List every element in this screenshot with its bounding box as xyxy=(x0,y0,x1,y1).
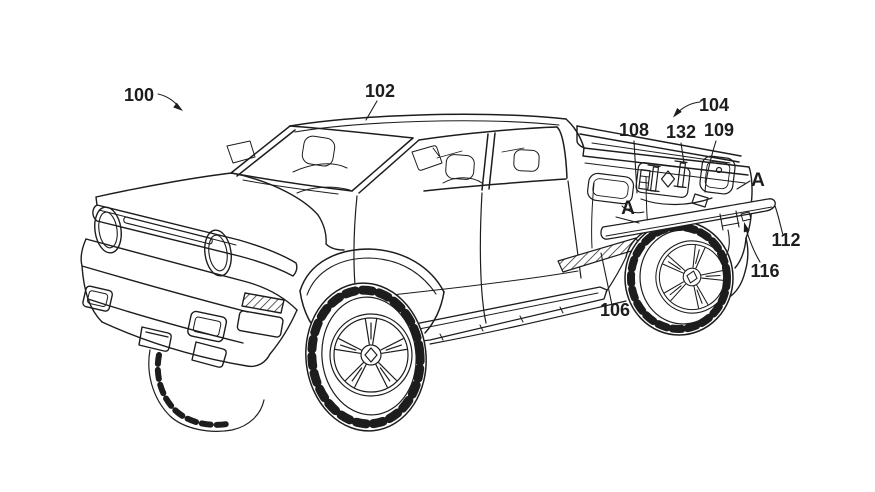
leader-section-a-upper xyxy=(736,180,751,190)
leader-132 xyxy=(680,142,685,164)
headrest-driver xyxy=(301,135,336,167)
light-bar xyxy=(92,204,298,277)
mirror-far xyxy=(226,140,256,164)
far-front-wheel-tread xyxy=(154,352,230,428)
section-a-lower-tick xyxy=(615,216,640,224)
ref-label-108: 108 xyxy=(619,120,649,140)
ref-label-112: 112 xyxy=(771,230,800,250)
rear-tire xyxy=(624,220,734,336)
underbody xyxy=(148,300,627,432)
seat-driver xyxy=(292,163,351,194)
fender-line xyxy=(231,172,345,251)
far-bed-rail xyxy=(576,125,742,163)
ref-label-106: 106 xyxy=(600,300,630,320)
section-label-a-upper: A xyxy=(751,170,765,191)
ref-label-104: 104 xyxy=(699,95,729,115)
rail-opening-left xyxy=(587,172,635,205)
arrowhead-100 xyxy=(173,102,183,111)
headrest-passenger xyxy=(445,154,475,180)
arrowhead-116 xyxy=(743,222,750,233)
rear-door-cut xyxy=(479,192,487,324)
leader-102 xyxy=(365,100,378,121)
far-front-wheel xyxy=(148,349,265,432)
cowl xyxy=(230,172,353,192)
tow-hook-right xyxy=(191,341,227,368)
ref-label-100: 100 xyxy=(124,85,154,105)
front-tire-tread xyxy=(307,285,425,429)
annotation-labels: 100 102 104 108 132 109 A A 112 116 106 xyxy=(124,81,801,320)
bumper-vent xyxy=(236,310,284,338)
cab-interior xyxy=(226,135,540,194)
leader-109 xyxy=(704,140,717,193)
glass-reflections xyxy=(436,147,525,159)
hood xyxy=(95,172,233,206)
bulkhead xyxy=(576,125,585,149)
annotation-arrowheads xyxy=(173,102,750,233)
ref-label-132: 132 xyxy=(666,122,696,142)
fog-light-right xyxy=(187,310,228,343)
rear-sidewall xyxy=(639,229,727,325)
cab-bed-seam xyxy=(567,180,582,279)
bedside-bottom xyxy=(605,256,627,293)
cab xyxy=(230,113,585,326)
leader-106 xyxy=(600,252,613,306)
section-label-a-lower: A xyxy=(621,198,635,219)
front-fascia xyxy=(92,172,345,277)
cleat-diamond xyxy=(660,170,676,188)
belt-line xyxy=(423,178,567,192)
cab-rear-edge xyxy=(565,118,585,149)
headlight-right xyxy=(204,229,232,277)
table-support xyxy=(719,210,740,257)
cleat-bracket xyxy=(638,168,651,191)
wiper xyxy=(242,179,339,195)
headlight-left xyxy=(94,206,122,254)
table-clip xyxy=(740,211,752,222)
front-sidewall xyxy=(321,296,417,416)
side-table xyxy=(600,198,776,257)
rocker-panel xyxy=(399,286,608,344)
front-bumper xyxy=(80,238,298,368)
tow-hook-left xyxy=(138,326,172,352)
mirror-near xyxy=(411,145,443,171)
near-bed-rail xyxy=(582,147,750,176)
ref-label-109: 109 xyxy=(704,120,734,140)
a-pillar-far xyxy=(230,125,296,177)
cleat-post-front xyxy=(646,164,661,193)
cleat-post-rear xyxy=(673,160,688,189)
fog-light-left xyxy=(82,285,114,312)
ref-label-102: 102 xyxy=(365,81,395,101)
annotation-leaders xyxy=(157,93,784,306)
windshield-header xyxy=(289,125,414,139)
ref-label-116: 116 xyxy=(750,261,779,281)
side-glass-top xyxy=(418,126,558,141)
front-wheel xyxy=(305,282,427,432)
rail-pin xyxy=(715,166,723,174)
front-fender-arch xyxy=(299,248,445,342)
bumper-step-hatch xyxy=(241,292,285,314)
bedside xyxy=(557,176,650,293)
arrowhead-104 xyxy=(673,107,682,118)
roof xyxy=(289,113,567,127)
rail-latch xyxy=(640,193,713,208)
cleat-plate xyxy=(635,162,691,198)
underbody-line xyxy=(429,300,627,345)
bed-rail-fittings xyxy=(587,155,736,214)
headrest-rear xyxy=(513,149,540,172)
rail-opening-right xyxy=(699,155,736,195)
leader-112 xyxy=(774,205,784,236)
leader-108 xyxy=(633,140,638,194)
rear-glass-edge xyxy=(556,126,568,179)
a-pillar-near xyxy=(351,137,420,194)
b-pillar xyxy=(481,132,496,191)
rear-wheel xyxy=(624,220,737,336)
